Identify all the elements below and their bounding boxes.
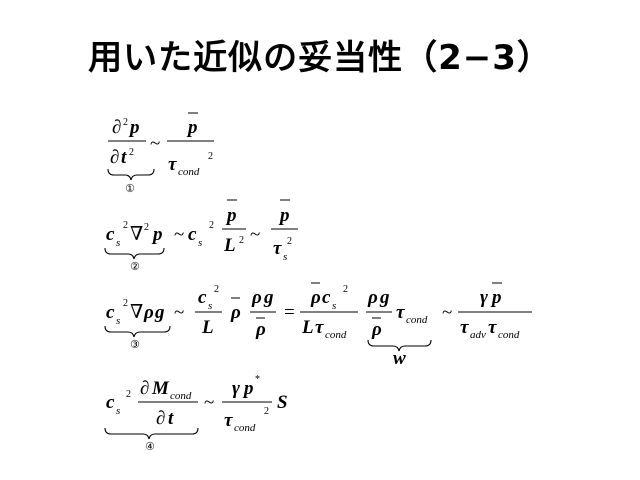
var-p: p <box>225 205 237 226</box>
marker-3: ③ <box>130 338 140 351</box>
var-tau: τ <box>224 410 233 431</box>
var-p: p <box>128 117 140 138</box>
page-title: 用いた近似の妥当性（2−3） <box>88 38 552 78</box>
var-c: c <box>322 287 331 308</box>
sim-symbol: ~ <box>204 392 214 413</box>
var-w: w <box>393 348 406 369</box>
var-L: L <box>301 317 314 338</box>
var-t: t <box>168 408 174 429</box>
sim-symbol: ~ <box>174 302 184 323</box>
var-L: L <box>201 317 214 338</box>
var-tau: τ <box>460 317 469 338</box>
superscript-2: 2 <box>239 235 244 246</box>
var-g: g <box>379 287 390 308</box>
var-tau: τ <box>273 238 282 259</box>
partial-symbol: ∂ <box>110 147 119 168</box>
subscript-s: s <box>116 237 120 249</box>
partial-symbol: ∂ <box>156 408 165 429</box>
superscript-2: 2 <box>123 298 128 309</box>
var-rho: ρ <box>230 302 241 323</box>
var-rho: ρ <box>310 287 321 308</box>
var-c: c <box>106 392 115 413</box>
var-M: M <box>151 378 170 399</box>
superscript-2: 2 <box>214 284 219 295</box>
var-t: t <box>121 147 127 168</box>
superscript-2: 2 <box>264 406 269 417</box>
var-c: c <box>106 224 115 245</box>
sim-symbol: ~ <box>250 224 260 245</box>
subscript-s: s <box>116 315 120 327</box>
var-L: L <box>223 235 236 256</box>
subscript-s: s <box>332 300 336 312</box>
sim-symbol: ~ <box>150 133 160 154</box>
var-p: p <box>242 378 254 399</box>
subscript-cond: cond <box>170 390 192 402</box>
equation-2: c s 2 ∇ 2 p ~ c s 2 p L 2 ~ p τ s 2 ② <box>104 199 298 273</box>
superscript-2: 2 <box>129 147 134 158</box>
partial-symbol: ∂ <box>140 378 149 399</box>
subscript-s: s <box>283 251 287 263</box>
sim-symbol: ~ <box>174 224 184 245</box>
subscript-cond: cond <box>406 314 428 326</box>
sim-symbol: ~ <box>442 302 452 323</box>
var-rho: ρ <box>371 319 382 340</box>
equation-4: c s 2 ∂ M cond ∂ t ~ γ p * τ cond 2 S ④ <box>104 374 288 453</box>
partial-symbol: ∂ <box>112 117 121 138</box>
superscript-2: 2 <box>144 222 149 233</box>
nabla-symbol: ∇ <box>130 224 143 245</box>
var-rho: ρ <box>367 287 378 308</box>
subscript-s: s <box>208 300 212 312</box>
superscript-2: 2 <box>123 117 128 128</box>
marker-2: ② <box>130 260 140 273</box>
subscript-cond: cond <box>234 422 256 434</box>
superscript-2: 2 <box>287 236 292 247</box>
superscript-2: 2 <box>208 151 213 162</box>
var-gamma: γ <box>480 287 488 308</box>
nabla-symbol: ∇ <box>130 302 143 323</box>
var-rho: ρ <box>251 287 262 308</box>
var-p: p <box>151 224 163 245</box>
subscript-adv: adv <box>470 329 486 341</box>
superscript-2: 2 <box>209 220 214 231</box>
marker-4: ④ <box>145 440 155 453</box>
equation-3: c s 2 ∇ ρ g ~ c s 2 L ρ ρ g ρ = ρ c s 2 … <box>104 282 532 369</box>
subscript-cond: cond <box>325 329 347 341</box>
equals-symbol: = <box>284 302 295 323</box>
marker-1: ① <box>125 182 135 195</box>
var-c: c <box>106 302 115 323</box>
var-tau: τ <box>168 154 177 175</box>
superscript-star: * <box>255 374 260 385</box>
subscript-cond: cond <box>178 166 200 178</box>
var-g: g <box>263 287 274 308</box>
var-tau: τ <box>396 302 405 323</box>
var-S: S <box>277 392 288 413</box>
var-tau: τ <box>315 317 324 338</box>
equation-1: ∂ 2 p ∂ t 2 ~ p τ cond 2 ① <box>107 112 214 195</box>
subscript-s: s <box>198 237 202 249</box>
superscript-2: 2 <box>123 220 128 231</box>
var-gamma: γ <box>232 378 240 399</box>
superscript-2: 2 <box>126 389 131 400</box>
var-g: g <box>154 302 165 323</box>
var-tau: τ <box>488 317 497 338</box>
var-c: c <box>188 224 197 245</box>
var-p: p <box>186 117 198 138</box>
var-rho: ρ <box>255 319 266 340</box>
var-p: p <box>278 205 290 226</box>
var-p: p <box>490 287 502 308</box>
subscript-cond: cond <box>498 329 520 341</box>
superscript-2: 2 <box>343 284 348 295</box>
var-c: c <box>198 287 207 308</box>
var-rho: ρ <box>143 302 154 323</box>
subscript-s: s <box>116 405 120 417</box>
